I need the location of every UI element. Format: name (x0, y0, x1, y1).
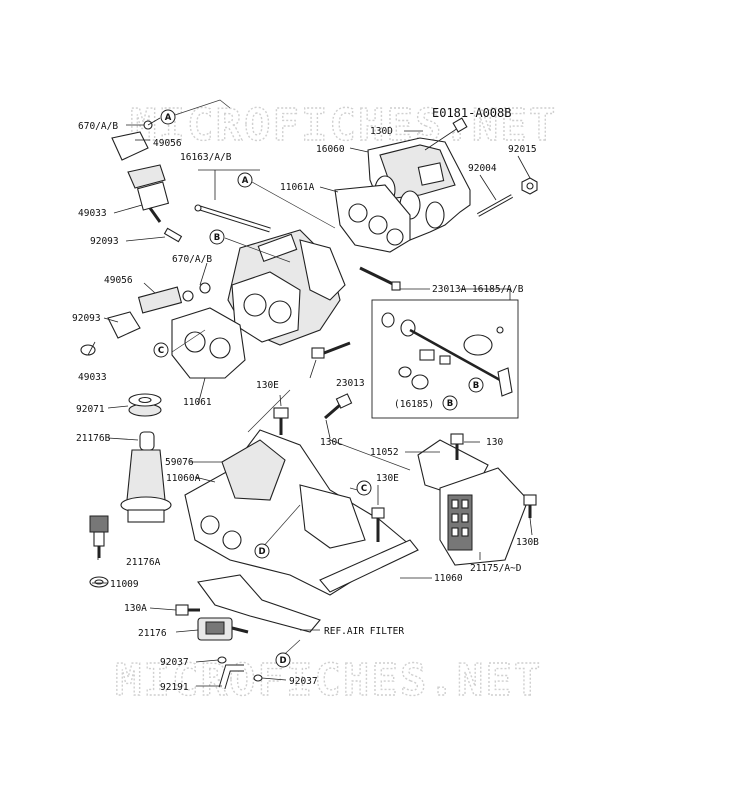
label-92093-mid: 92093 (72, 313, 101, 324)
label-11052: 11052 (370, 447, 399, 458)
diagram-code: E0181-A008B (432, 106, 511, 120)
label-21176: 21176 (138, 628, 167, 639)
label-11061A: 11061A (280, 182, 315, 193)
label-670-mid: 670/A/B (172, 254, 212, 265)
fuel-injector-upper (111, 120, 183, 243)
label-92093-top: 92093 (90, 236, 119, 247)
label-59076: 59076 (165, 457, 194, 468)
sensor-21176A (89, 515, 109, 558)
svg-text:B: B (447, 399, 453, 409)
ref-circle-B-2: B (468, 377, 484, 393)
nut-92015 (521, 177, 538, 195)
label-16163: 16163/A/B (180, 152, 232, 163)
inset-box-16185 (371, 299, 519, 419)
label-11061: 11061 (183, 397, 212, 408)
label-130A: 130A (124, 603, 147, 614)
label-49056-top: 49056 (153, 138, 182, 149)
svg-text:C: C (361, 484, 367, 494)
label-23013: 23013 (336, 378, 365, 389)
ref-circle-B-3: B (442, 395, 458, 411)
label-92191: 92191 (160, 682, 189, 693)
sensor-21176 (197, 617, 249, 641)
label-130C: 130C (320, 437, 343, 448)
label-16185-paren: (16185) (394, 399, 434, 410)
label-21175: 21175/A~D (470, 563, 522, 574)
grommet-92071 (128, 393, 162, 417)
label-130E-left: 130E (256, 380, 279, 391)
bolt-130B (523, 494, 537, 518)
stud-92004 (477, 194, 513, 217)
label-21176A: 21176A (126, 557, 161, 568)
throttle-body-assembly (227, 229, 346, 346)
svg-text:C: C (158, 346, 164, 356)
ref-circle-C-2: C (356, 480, 372, 496)
ref-circle-B-1: B (209, 229, 225, 245)
gasket-11061 (171, 307, 246, 379)
bolt-130D (424, 117, 468, 151)
label-92037-right: 92037 (289, 676, 318, 687)
fuel-injector-lower (80, 282, 211, 356)
bolt-130C (324, 393, 353, 420)
watermark-bottom: MICROFICHES.NET (115, 655, 542, 706)
ignition-coil-21176B (120, 431, 172, 523)
label-92004: 92004 (468, 163, 497, 174)
washer-11009 (89, 576, 109, 588)
label-130E-right: 130E (376, 473, 399, 484)
bolt-130E-left (273, 407, 289, 435)
label-130: 130 (486, 437, 503, 448)
clamp-92037-b (253, 674, 263, 682)
label-23013A: 23013A (432, 284, 467, 295)
label-130B: 130B (516, 537, 539, 548)
air-filter-bracket (197, 574, 321, 633)
clamp-92037-a (217, 656, 227, 664)
label-21176B: 21176B (76, 433, 111, 444)
watermark-top: MICROFICHES.NET (130, 100, 557, 151)
bolt-130 (450, 433, 464, 460)
label-16185: 16185/A/B (472, 284, 524, 295)
svg-text:B: B (214, 233, 220, 243)
label-670-top: 670/A/B (78, 121, 118, 132)
bolt-130A (175, 604, 200, 616)
svg-text:A: A (165, 113, 172, 123)
gasket-11061A (334, 184, 411, 253)
svg-text:B: B (473, 381, 479, 391)
bracket-11060 (319, 539, 419, 593)
bolt-130E-right (371, 507, 385, 542)
label-49033-bottom: 49033 (78, 372, 107, 383)
ref-circle-D-1: D (254, 543, 270, 559)
throttle-shaft-16185 (381, 312, 513, 397)
ref-circle-A-2: A (237, 172, 253, 188)
label-11060: 11060 (434, 573, 463, 584)
ref-circle-C-1: C (153, 342, 169, 358)
hose-92191 (218, 664, 244, 690)
label-11060A: 11060A (166, 473, 201, 484)
svg-text:A: A (242, 176, 249, 186)
svg-text:D: D (279, 656, 286, 666)
label-49056-mid: 49056 (104, 275, 133, 286)
label-92015: 92015 (508, 144, 537, 155)
screw-23013 (311, 341, 351, 359)
lower-housing-11060A (184, 429, 411, 596)
part-labels: 670/A/B 49056 16163/A/B 49033 92093 670/… (72, 121, 539, 693)
label-49033-top: 49033 (78, 208, 107, 219)
ref-circle-A-1: A (160, 109, 176, 125)
ecu-21175 (439, 467, 529, 566)
svg-text:D: D (258, 547, 265, 557)
leader-lines (87, 117, 533, 687)
label-ref-air-filter: REF.AIR FILTER (324, 626, 404, 637)
ref-circle-D-2: D (275, 652, 291, 668)
label-16060: 16060 (316, 144, 345, 155)
screw-23013A (359, 266, 401, 291)
fuel-rail-16163 (194, 204, 271, 233)
label-92037-left: 92037 (160, 657, 189, 668)
label-130D: 130D (370, 126, 393, 137)
guide-lines (165, 99, 411, 663)
label-11009: 11009 (110, 579, 139, 590)
label-92071: 92071 (76, 404, 105, 415)
